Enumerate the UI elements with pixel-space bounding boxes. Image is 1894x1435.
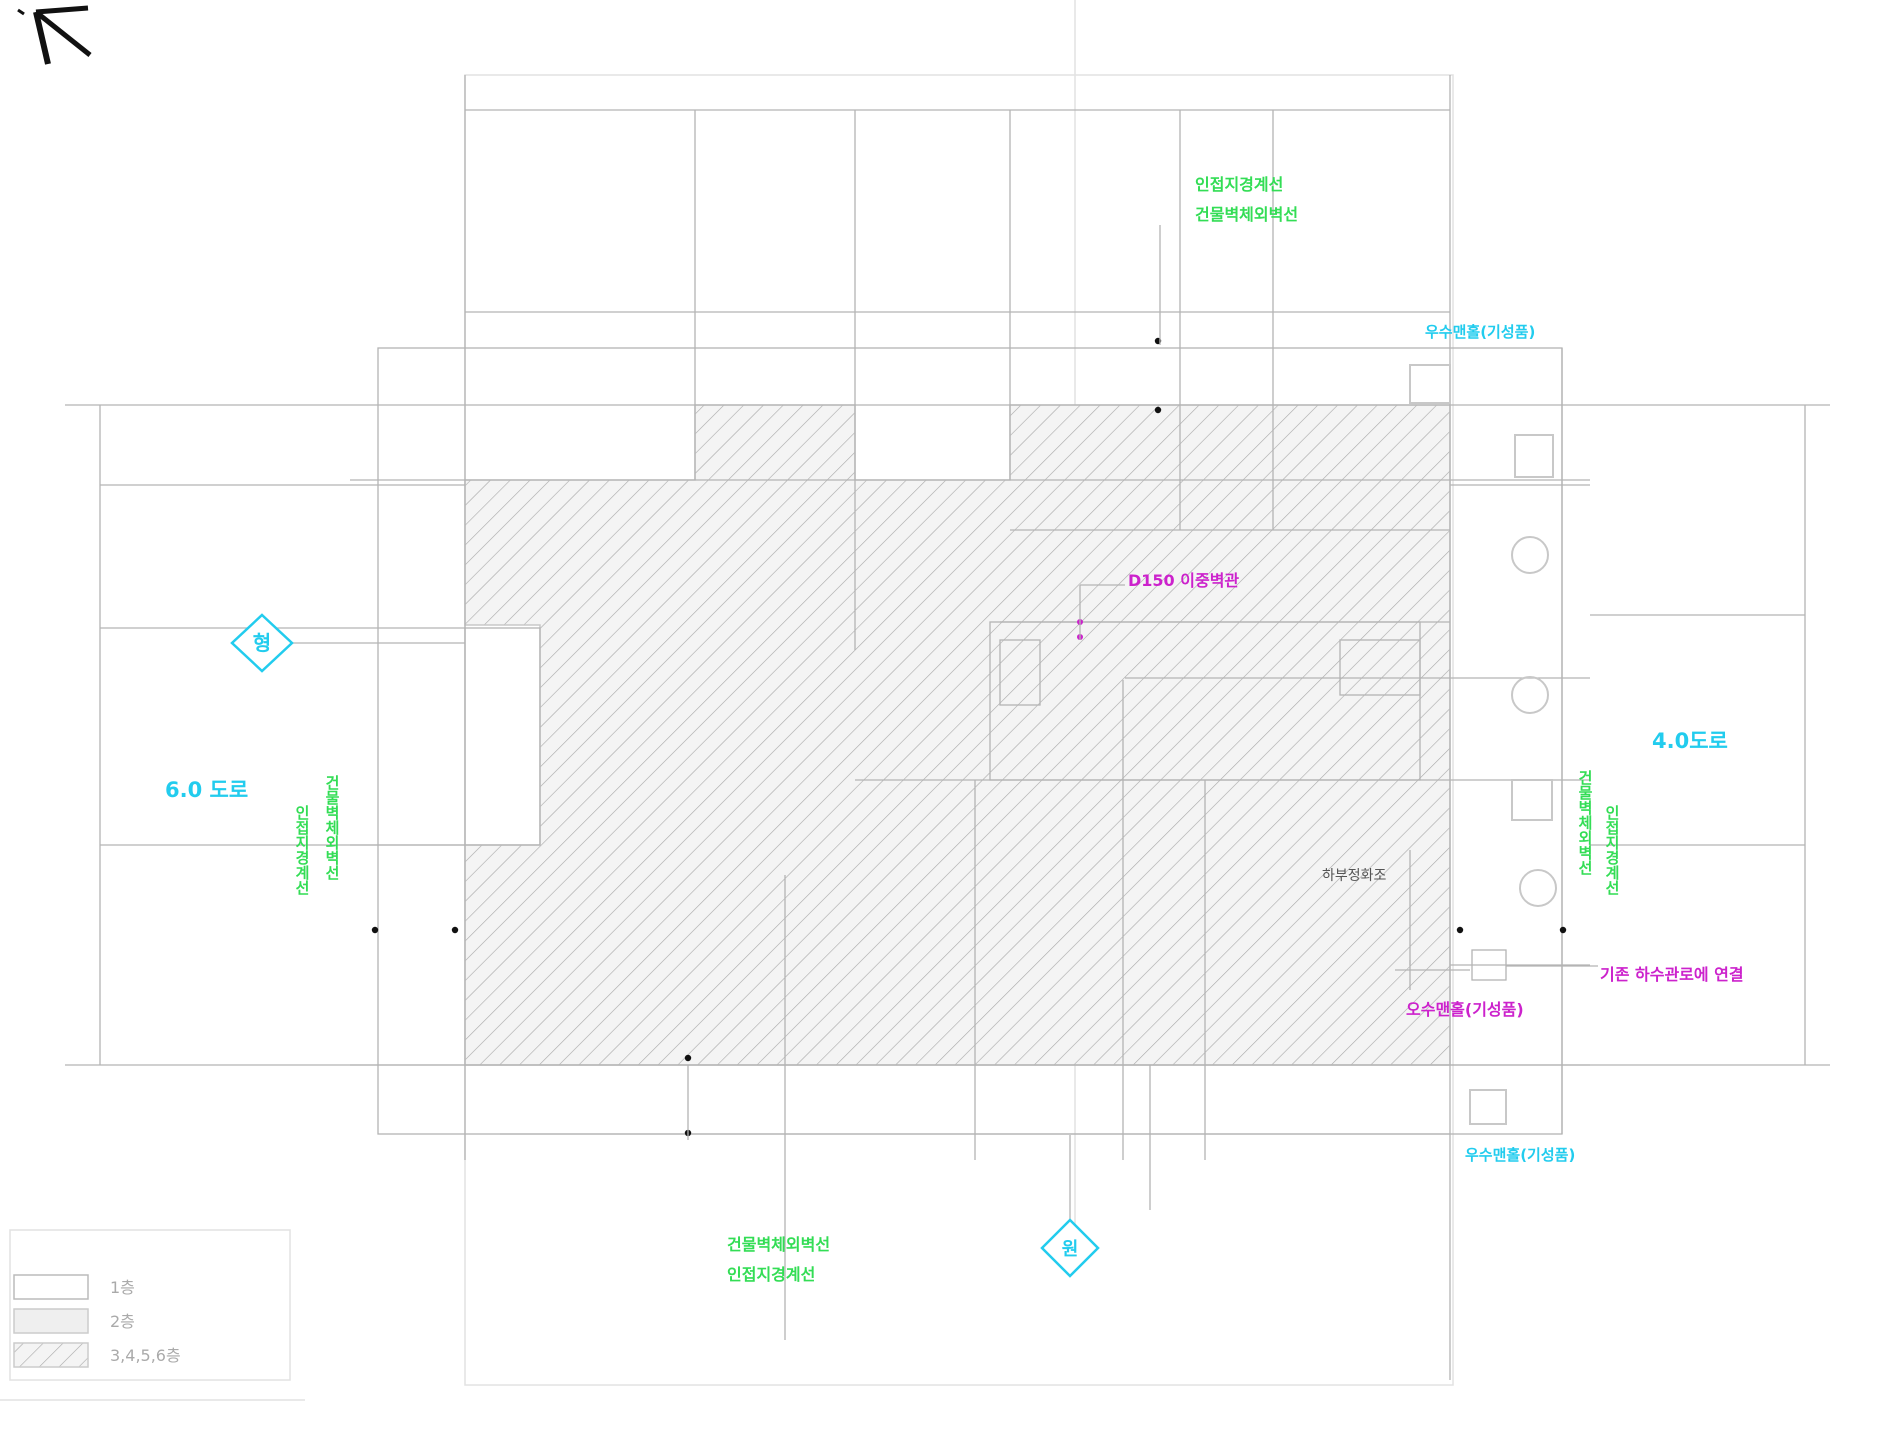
boundary-label-top-1: 인접지경계선 <box>1195 175 1283 194</box>
north-arrow-icon <box>17 5 92 65</box>
manhole-label-bottom: 우수맨홀(기성품) <box>1465 1146 1575 1164</box>
legend-swatch-3 <box>13 1342 89 1368</box>
legend-label-1: 1층 <box>110 1278 135 1297</box>
legend: 1층 2층 3,4,5,6층 <box>13 1274 181 1368</box>
sewer-connect-label: 기존 하수관로에 연결 <box>1600 965 1744 984</box>
boundary-label-bottom-2: 인접지경계선 <box>727 1265 815 1284</box>
vertical-label-left-2: 인접지경계선 <box>293 804 311 895</box>
section-marker-south <box>1040 1218 1100 1278</box>
hatched-building-mass <box>464 404 1451 1066</box>
section-marker-west <box>230 613 294 673</box>
vertical-label-right-2: 인접지경계선 <box>1603 804 1621 895</box>
vertical-label-left-1: 건물벽체외벽선 <box>323 775 341 880</box>
manhole-label-top: 우수맨홀(기성품) <box>1425 323 1535 341</box>
boundary-label-bottom-1: 건물벽체외벽선 <box>727 1235 830 1254</box>
pipe-label: D150 이중벽관 <box>1128 571 1239 590</box>
landscape-symbols <box>1409 364 1557 1125</box>
boundary-label-top-2: 건물벽체외벽선 <box>1195 205 1298 224</box>
legend-label-3: 3,4,5,6층 <box>110 1346 181 1365</box>
court-label: 하부정화조 <box>1322 868 1387 884</box>
legend-swatch-1 <box>13 1274 89 1300</box>
marker-west-label: 형 <box>253 631 271 655</box>
grid-lines <box>65 75 1830 1380</box>
manhole-label-right: 오수맨홀(기성품) <box>1406 1000 1524 1019</box>
road-label-left: 6.0 도로 <box>165 778 248 802</box>
survey-points <box>371 337 1567 1137</box>
road-label-right: 4.0도로 <box>1652 729 1728 753</box>
marker-south-label: 원 <box>1062 1239 1079 1260</box>
legend-label-2: 2층 <box>110 1312 135 1331</box>
leader-lines <box>262 225 1598 1225</box>
legend-swatch-2 <box>13 1308 89 1334</box>
vertical-label-right-1: 건물벽체외벽선 <box>1576 770 1594 875</box>
